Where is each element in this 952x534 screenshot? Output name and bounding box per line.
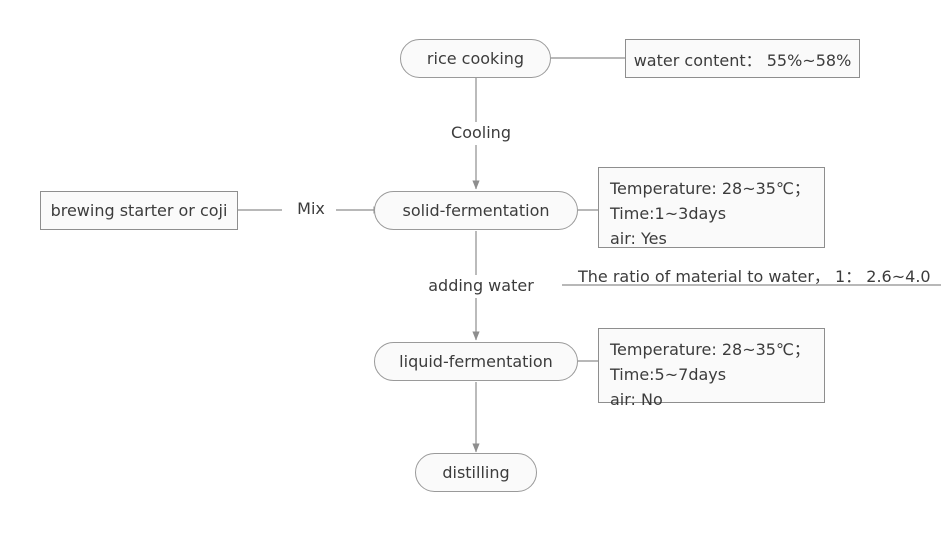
node-solid-fermentation[interactable]: solid-fermentation <box>374 191 578 230</box>
liquid-air-text: air: No <box>610 389 663 409</box>
node-liquid-fermentation-label: liquid-fermentation <box>399 352 553 371</box>
node-distilling[interactable]: distilling <box>415 453 537 492</box>
box-brewing-starter-label: brewing starter or coji <box>50 201 228 220</box>
node-solid-fermentation-label: solid-fermentation <box>402 201 550 220</box>
solid-air-text: air: Yes <box>610 228 667 248</box>
liquid-time-text: Time:5~7days <box>610 364 727 384</box>
box-brewing-starter[interactable]: brewing starter or coji <box>40 191 238 230</box>
edge-label-mix-text: Mix <box>297 199 325 218</box>
edge-label-adding-water: adding water <box>400 276 562 295</box>
box-water-content-label: water content： 55%~58% <box>633 50 852 70</box>
node-rice-cooking-label: rice cooking <box>426 49 525 68</box>
edge-label-cooling-text: Cooling <box>451 123 511 142</box>
edge-label-cooling: Cooling <box>437 123 525 142</box>
node-rice-cooking[interactable]: rice cooking <box>400 39 551 78</box>
box-liquid-fermentation-details[interactable]: Temperature: 28~35℃； Time:5~7days air: N… <box>598 328 825 409</box>
node-liquid-fermentation[interactable]: liquid-fermentation <box>374 342 578 381</box>
node-distilling-label: distilling <box>442 463 510 482</box>
box-water-content[interactable]: water content： 55%~58% <box>625 39 860 78</box>
box-solid-fermentation-details[interactable]: Temperature: 28~35℃； Time:1~3days air: Y… <box>598 167 825 248</box>
solid-time-text: Time:1~3days <box>610 203 727 223</box>
liquid-temperature-text: Temperature: 28~35℃； <box>610 340 810 359</box>
edge-label-adding-water-text: adding water <box>428 276 534 295</box>
ratio-annotation: The ratio of material to water， 1： 2.6~4… <box>578 263 931 287</box>
solid-temperature-text: Temperature: 28~35℃； <box>610 179 810 198</box>
ratio-annotation-text: The ratio of material to water， 1： 2.6~4… <box>578 267 931 286</box>
edge-label-mix: Mix <box>286 199 336 218</box>
